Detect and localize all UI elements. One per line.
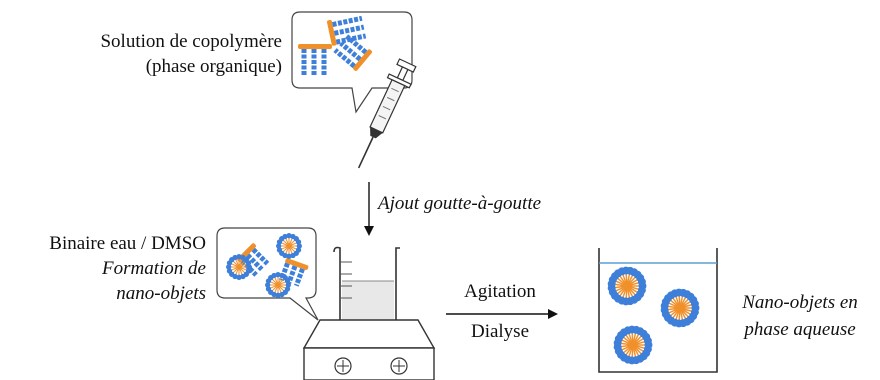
binary-label-line2: Formation de xyxy=(102,258,206,279)
micelle-icon xyxy=(607,266,647,306)
speech-bubble-icon xyxy=(216,227,319,321)
micelle-icon xyxy=(226,254,252,280)
micelle-icon xyxy=(613,325,653,365)
syringe-icon xyxy=(357,58,417,169)
copolymer-icon xyxy=(333,34,372,71)
copolymer-icon xyxy=(298,44,332,76)
micelle-icon xyxy=(265,272,291,298)
binary-label-line3: nano-objets xyxy=(116,283,206,304)
result-label-line2: phase aqueuse xyxy=(744,319,856,340)
micelle-icon xyxy=(660,288,700,328)
result-label-line1: Nano-objets en xyxy=(742,292,858,313)
magnetic-stirrer-icon xyxy=(302,319,436,380)
dialysis-label: Dialyse xyxy=(470,321,530,342)
copolymer-label-line1: Solution de copolymère xyxy=(100,31,282,52)
binary-label-line1: Binaire eau / DMSO xyxy=(49,233,206,254)
micelle-icon xyxy=(276,233,302,259)
speech-bubble-icon xyxy=(291,11,413,114)
copolymer-label-line2: (phase organique) xyxy=(145,56,282,77)
container-icon xyxy=(598,248,718,373)
dropwise-label: Ajout goutte-à-goutte xyxy=(378,193,542,214)
agitation-label: Agitation xyxy=(464,281,536,302)
